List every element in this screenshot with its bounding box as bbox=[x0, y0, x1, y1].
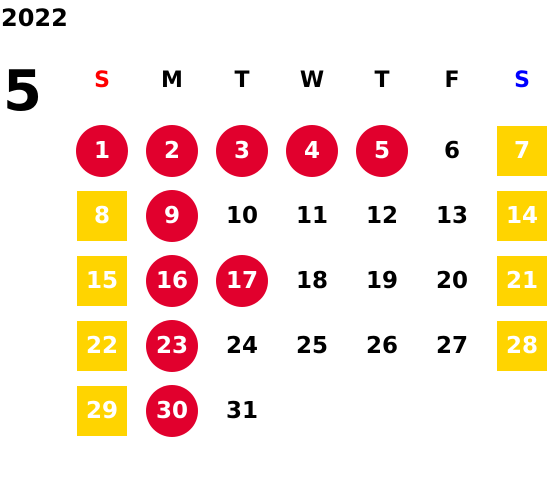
day-cell: 24 bbox=[216, 320, 268, 372]
day-number: 3 bbox=[233, 137, 250, 164]
weekday-header-sunday: S bbox=[94, 68, 110, 93]
day-number: 26 bbox=[365, 332, 398, 359]
day-cell: 31 bbox=[216, 385, 268, 437]
day-number: 13 bbox=[435, 202, 468, 229]
day-cell: 10 bbox=[216, 190, 268, 242]
day-number: 7 bbox=[513, 137, 530, 164]
day-number: 5 bbox=[373, 137, 390, 164]
day-number: 21 bbox=[505, 267, 538, 294]
day-cell-circled: 30 bbox=[146, 385, 198, 437]
weekday-header-tuesday: T bbox=[234, 68, 250, 93]
day-number: 10 bbox=[225, 202, 258, 229]
day-number: 4 bbox=[303, 137, 320, 164]
day-cell-boxed: 15 bbox=[77, 256, 127, 306]
day-number: 18 bbox=[295, 267, 328, 294]
day-number: 15 bbox=[85, 267, 118, 294]
day-cell-circled: 16 bbox=[146, 255, 198, 307]
day-cell-circled: 3 bbox=[216, 125, 268, 177]
day-number: 29 bbox=[85, 397, 118, 424]
day-number: 23 bbox=[155, 332, 188, 359]
weekday-header-monday: M bbox=[161, 68, 183, 93]
day-number: 2 bbox=[163, 137, 180, 164]
day-cell-circled: 5 bbox=[356, 125, 408, 177]
day-number: 1 bbox=[93, 137, 110, 164]
day-cell: 27 bbox=[426, 320, 478, 372]
weekday-header-friday: F bbox=[444, 68, 460, 93]
day-number: 11 bbox=[295, 202, 328, 229]
weekday-header-row: S M T W T F S bbox=[76, 66, 548, 96]
day-cell-boxed: 22 bbox=[77, 321, 127, 371]
day-cell-boxed: 8 bbox=[77, 191, 127, 241]
day-number: 19 bbox=[365, 267, 398, 294]
day-number: 25 bbox=[295, 332, 328, 359]
day-number: 24 bbox=[225, 332, 258, 359]
day-number: 27 bbox=[435, 332, 468, 359]
day-cell-circled: 4 bbox=[286, 125, 338, 177]
day-cell: 11 bbox=[286, 190, 338, 242]
day-cell-boxed: 21 bbox=[497, 256, 547, 306]
day-cell: 12 bbox=[356, 190, 408, 242]
day-cell: 13 bbox=[426, 190, 478, 242]
day-number: 30 bbox=[155, 397, 188, 424]
day-cell: 6 bbox=[426, 125, 478, 177]
day-number: 9 bbox=[163, 202, 180, 229]
day-number: 12 bbox=[365, 202, 398, 229]
day-cell-circled: 1 bbox=[76, 125, 128, 177]
day-cell: 18 bbox=[286, 255, 338, 307]
month-number: 5 bbox=[3, 59, 42, 124]
day-cell: 20 bbox=[426, 255, 478, 307]
weekday-header-thursday: T bbox=[374, 68, 390, 93]
day-cell: 25 bbox=[286, 320, 338, 372]
day-cell-boxed: 14 bbox=[497, 191, 547, 241]
day-number: 6 bbox=[443, 137, 460, 164]
weekday-header-wednesday: W bbox=[299, 68, 325, 93]
year-label: 2022 bbox=[1, 4, 68, 32]
day-cell-circled: 9 bbox=[146, 190, 198, 242]
day-cell-circled: 23 bbox=[146, 320, 198, 372]
day-number: 14 bbox=[505, 202, 538, 229]
day-cell: 26 bbox=[356, 320, 408, 372]
day-cell-boxed: 29 bbox=[77, 386, 127, 436]
day-cell-circled: 2 bbox=[146, 125, 198, 177]
day-cell-boxed: 7 bbox=[497, 126, 547, 176]
day-number: 17 bbox=[225, 267, 258, 294]
day-cell-circled: 17 bbox=[216, 255, 268, 307]
day-number: 8 bbox=[93, 202, 110, 229]
day-cell-boxed: 28 bbox=[497, 321, 547, 371]
day-number: 22 bbox=[85, 332, 118, 359]
day-cell: 19 bbox=[356, 255, 408, 307]
day-number: 20 bbox=[435, 267, 468, 294]
day-number: 16 bbox=[155, 267, 188, 294]
weekday-header-saturday: S bbox=[514, 68, 530, 93]
day-number: 28 bbox=[505, 332, 538, 359]
day-number: 31 bbox=[225, 397, 258, 424]
